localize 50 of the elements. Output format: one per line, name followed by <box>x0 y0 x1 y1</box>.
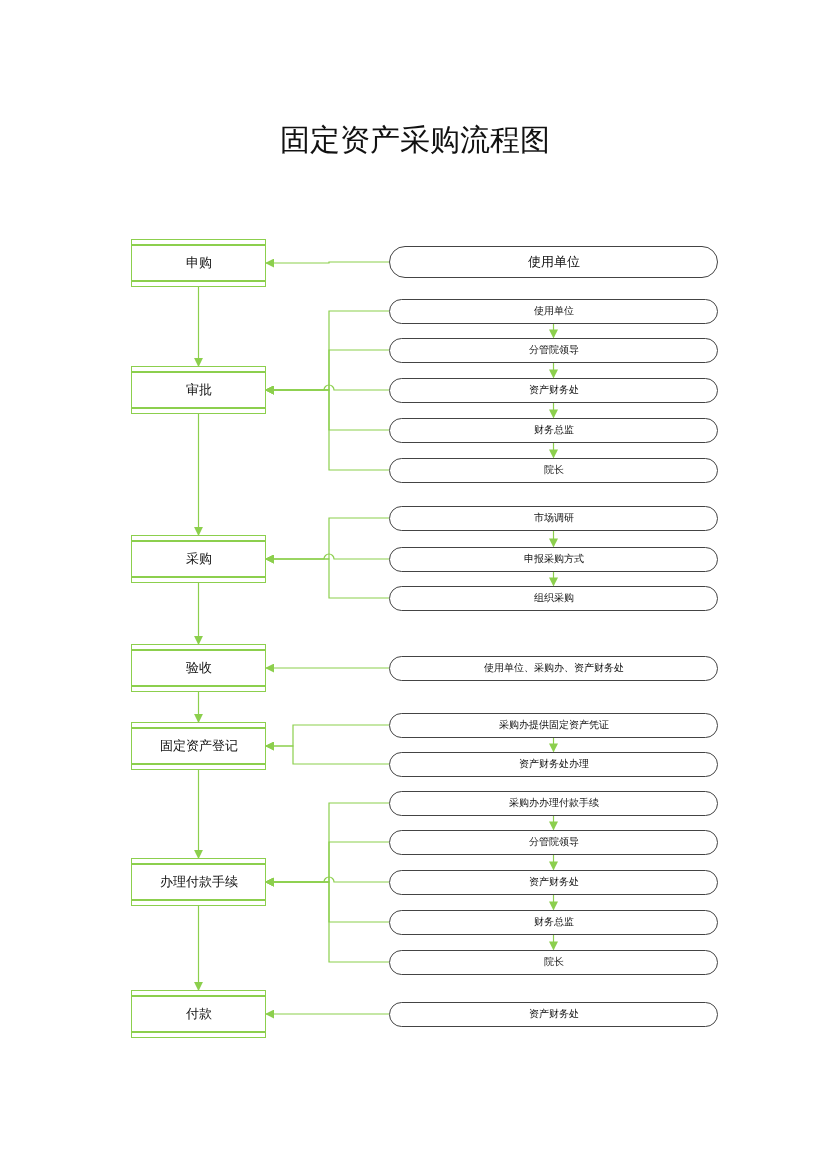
role-pill: 资产财务处办理 <box>389 751 718 777</box>
role-pill: 院长 <box>389 457 718 483</box>
arrow <box>549 736 558 753</box>
role-pill: 采购办办理付款手续 <box>389 790 718 816</box>
process-box: 采购 <box>131 535 266 583</box>
arrow <box>549 529 558 548</box>
process-box: 付款 <box>131 990 266 1038</box>
role-pill: 院长 <box>389 949 718 975</box>
role-pill: 采购办提供固定资产凭证 <box>389 712 718 738</box>
role-pill: 分管院领导 <box>389 337 718 363</box>
role-pill: 使用单位、采购办、资产财务处 <box>389 655 718 681</box>
process-box: 申购 <box>131 239 266 287</box>
process-box: 固定资产登记 <box>131 722 266 770</box>
arrow <box>265 554 390 599</box>
role-pill: 组织采购 <box>389 585 718 611</box>
arrow <box>265 258 390 268</box>
arrow <box>194 691 203 723</box>
arrow <box>265 741 390 765</box>
arrow <box>194 413 203 536</box>
process-box: 审批 <box>131 366 266 414</box>
role-pill: 使用单位 <box>389 246 718 278</box>
role-pill: 申报采购方式 <box>389 546 718 572</box>
process-box: 验收 <box>131 644 266 692</box>
arrow <box>549 441 558 459</box>
arrow <box>265 663 390 673</box>
arrow <box>549 322 558 339</box>
role-pill: 使用单位 <box>389 298 718 324</box>
arrow <box>549 570 558 587</box>
arrow <box>194 286 203 367</box>
arrow <box>549 401 558 419</box>
arrow <box>549 853 558 871</box>
arrow <box>265 877 390 963</box>
arrow <box>194 582 203 645</box>
arrow <box>549 893 558 911</box>
arrow <box>265 1009 390 1019</box>
arrow <box>265 385 390 471</box>
process-box: 办理付款手续 <box>131 858 266 906</box>
role-pill: 资产财务处 <box>389 1001 718 1027</box>
arrow <box>549 933 558 951</box>
diagram-title: 固定资产采购流程图 <box>280 121 550 159</box>
arrow <box>194 905 203 991</box>
role-pill: 市场调研 <box>389 505 718 531</box>
role-pill: 财务总监 <box>389 909 718 935</box>
role-pill: 财务总监 <box>389 417 718 443</box>
arrow <box>549 814 558 831</box>
role-pill: 资产财务处 <box>389 377 718 403</box>
role-pill: 分管院领导 <box>389 829 718 855</box>
arrow <box>194 769 203 859</box>
role-pill: 资产财务处 <box>389 869 718 895</box>
arrow <box>549 361 558 379</box>
